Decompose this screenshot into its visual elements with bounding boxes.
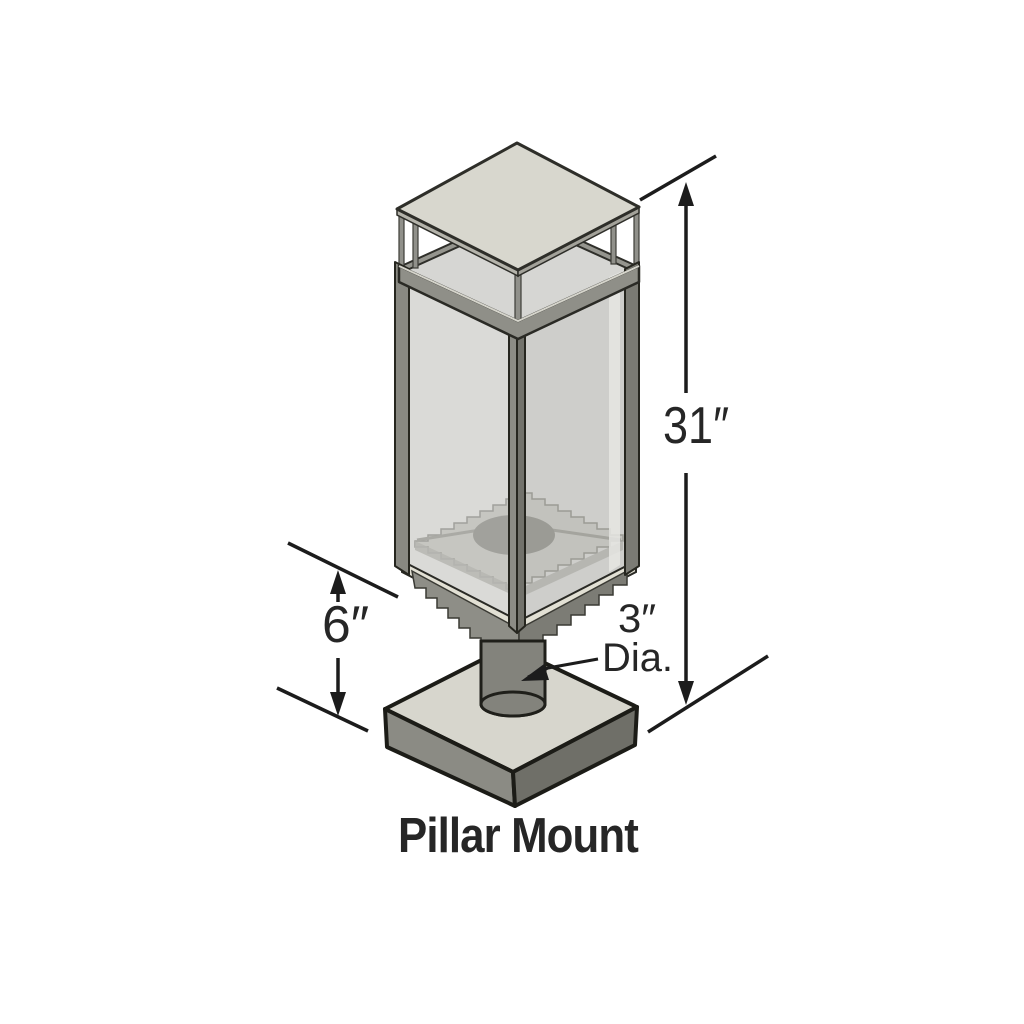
corner-post-front-left-face bbox=[508, 324, 518, 634]
skirt bbox=[410, 569, 628, 649]
label-overall-height: 31″ bbox=[663, 397, 729, 455]
dimension-overall-height bbox=[639, 154, 769, 734]
roof bbox=[395, 141, 641, 278]
roof-post-left-corner bbox=[398, 212, 405, 270]
corner-post-right bbox=[624, 261, 640, 576]
ext-line-bottom-left bbox=[276, 686, 369, 733]
corner-post-left bbox=[394, 261, 410, 576]
dimension-mount-height bbox=[276, 541, 399, 733]
dim-6-arrow-up bbox=[330, 570, 346, 594]
mount-cylinder bbox=[479, 639, 547, 718]
diameter-leader bbox=[521, 657, 599, 681]
glass-reflection-streak bbox=[609, 272, 620, 572]
dim-6-arrow-down bbox=[330, 692, 346, 716]
glass-haze-right bbox=[517, 272, 636, 621]
leader-arrow bbox=[521, 664, 549, 681]
ext-line-top-right bbox=[639, 154, 717, 202]
ext-line-top-left bbox=[287, 541, 399, 599]
corner-posts bbox=[394, 261, 640, 634]
corner-post-front-right-face bbox=[516, 324, 526, 634]
lantern-body bbox=[402, 272, 636, 621]
glass-haze-left bbox=[402, 272, 517, 621]
skirt-right-face bbox=[518, 569, 628, 649]
label-post-diameter: 3″ bbox=[618, 597, 656, 641]
roof-post-front bbox=[514, 269, 522, 327]
label-mount-height: 6″ bbox=[322, 596, 369, 654]
labels: 31″ 6″ 3″ Dia. Pillar Mount bbox=[322, 397, 729, 863]
dim-31-arrow-up bbox=[678, 182, 694, 206]
floor-ridge-left bbox=[416, 528, 481, 542]
dim-31-arrow-down bbox=[678, 681, 694, 705]
roof-top-face bbox=[395, 141, 641, 272]
figure-title: Pillar Mount bbox=[398, 809, 639, 863]
cylinder-bottom-ellipse bbox=[479, 690, 547, 718]
rim-front-band-highlight bbox=[398, 265, 640, 323]
label-post-diameter-suffix: Dia. bbox=[602, 636, 673, 680]
rim-front-band bbox=[397, 264, 641, 341]
base-plate-right-face bbox=[511, 705, 639, 808]
ext-line-bottom-right bbox=[647, 654, 769, 734]
